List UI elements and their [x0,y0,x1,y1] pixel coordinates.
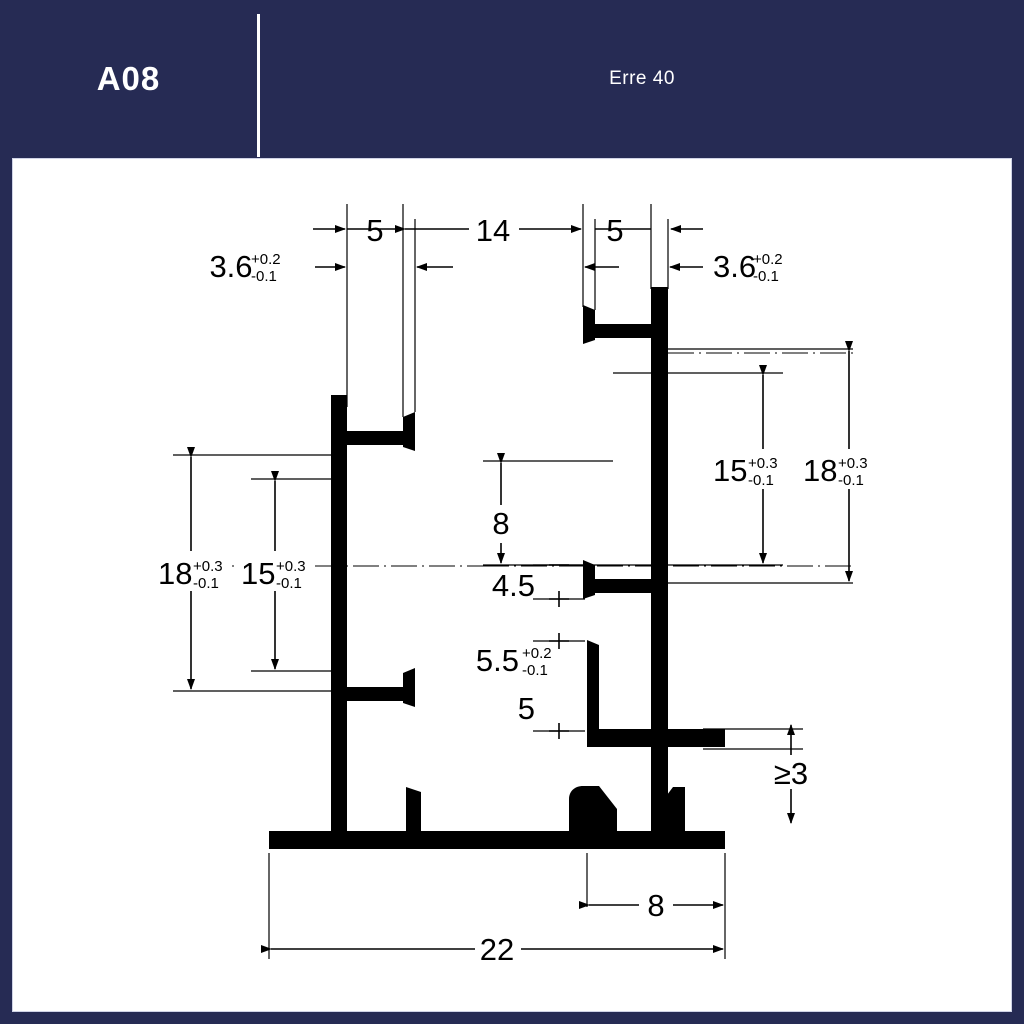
label-15-left-tol-dn-front: -0.1 [276,575,302,592]
gap-8-bottom [639,885,673,917]
gap-8-centre [483,505,519,543]
label-15-left-tol-up-front: +0.3 [276,558,306,575]
label-3.6-left-tol-dn: -0.1 [251,268,277,285]
label-5.5-tol-dn: -0.1 [522,662,548,679]
label-3.6-left-value: 3.6 [209,249,252,284]
base-tab-left [406,787,421,831]
label-5.5: 5.5 +0.2 -0.1 [476,643,552,679]
label-3.6-right: 3.6 +0.2 -0.1 [713,249,783,285]
left-profile-lower-flange [347,668,415,707]
drawing-sheet: 3.6 +0.2 -0.1 5 14 5 3.6 +0.2 -0.1 18 +0… [12,158,1012,1012]
gap-18-left [156,551,230,591]
label-3.6-right-tol-dn: -0.1 [753,268,779,285]
gap-min3 [767,755,817,789]
label-18-left-tol-dn-front: -0.1 [193,575,219,592]
label-3.6-right-tol-up: +0.2 [753,251,783,268]
right-profile-foot [587,640,725,747]
label-5-right: 5 [606,213,623,248]
title-block-header: A08 Erre 40 [0,0,1024,158]
label-15-left-value-front: 15 [241,556,275,591]
left-profile-web [331,395,347,847]
right-profile-web [651,287,668,847]
label-min-3-front: ≥3 [774,756,808,791]
label-8-centre-front: 8 [492,506,509,541]
base-plate [269,831,725,849]
gap-14 [469,215,519,245]
label-5-left: 5 [366,213,383,248]
gap-15-right [711,449,785,489]
profile-title-label: Erre 40 [609,68,675,89]
label-3.6-left-tol-up: +0.2 [251,251,281,268]
label-18-left-value-front: 18 [158,556,192,591]
label-15-right-tol-up-front: +0.3 [748,455,778,472]
profile-code-label: A08 [96,60,161,97]
profile-title-cell: Erre 40 [260,0,1024,158]
profile-code-cell: A08 [0,0,257,158]
label-5-lower: 5 [518,691,535,726]
label-18-left-tol-up-front: +0.3 [193,558,223,575]
label-4.5: 4.5 [492,568,535,603]
label-18-right-tol-dn-front: -0.1 [838,472,864,489]
label-3.6-right-value: 3.6 [713,249,756,284]
base-hook-barb [569,786,617,831]
gap-15-left [239,551,313,591]
label-5.5-value: 5.5 [476,643,519,678]
label-22-front: 22 [480,932,514,967]
right-profile-mid-flange [583,560,651,599]
profile-solid-geometry [269,287,725,849]
label-14-front: 14 [476,213,510,248]
label-18-right-tol-up-front: +0.3 [838,455,868,472]
label-18-right-value-front: 18 [803,453,837,488]
label-5.5-tol-up: +0.2 [522,645,552,662]
profile-section-svg: 3.6 +0.2 -0.1 5 14 5 3.6 +0.2 -0.1 18 +0… [156,204,875,967]
label-15-right-tol-dn-front: -0.1 [748,472,774,489]
left-profile-upper-flange [347,412,415,451]
dimension-labels-front: 14 18 +0.3 -0.1 15 +0.3 -0.1 15 +0.3 -0.… [158,213,868,967]
text-gaps [156,215,875,961]
extension-lines [173,204,853,959]
right-profile-upper-flange [583,305,651,344]
label-8-bottom-front: 8 [647,888,664,923]
gap-18-right [801,449,875,489]
label-15-right-value-front: 15 [713,453,747,488]
header-divider [257,14,260,157]
label-3.6-left: 3.6 +0.2 -0.1 [209,249,280,285]
drawing-canvas: 3.6 +0.2 -0.1 5 14 5 3.6 +0.2 -0.1 18 +0… [13,159,1013,1013]
gap-22 [475,929,521,961]
